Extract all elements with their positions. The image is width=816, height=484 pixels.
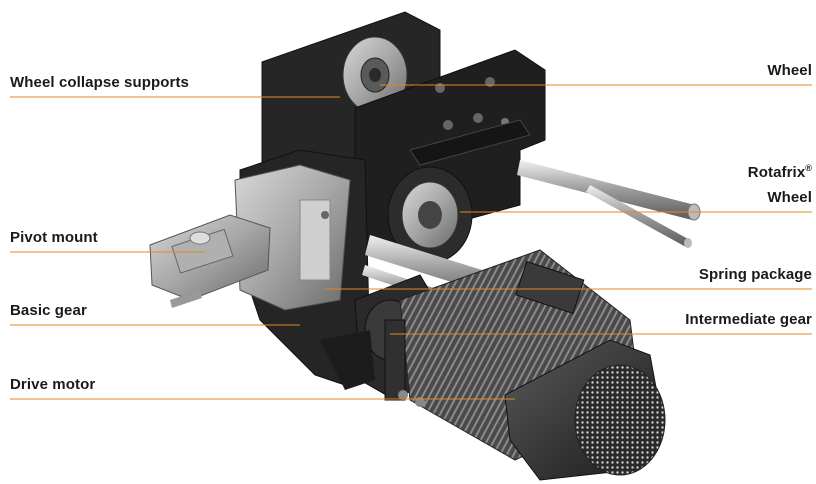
guide-rod-upper <box>517 160 695 220</box>
label-rotafrix: Rotafrix® <box>748 163 812 181</box>
label-basic-gear: Basic gear <box>10 302 87 319</box>
label-intermediate-gear: Intermediate gear <box>685 311 812 328</box>
label-rotafrix-registered: ® <box>805 163 812 173</box>
label-pivot-mount: Pivot mount <box>10 229 98 246</box>
label-rotafrix-wheel: Wheel <box>767 189 812 206</box>
label-wheel-collapse-supports: Wheel collapse supports <box>10 74 190 91</box>
label-wheel: Wheel <box>767 62 812 79</box>
leader-lines <box>10 84 812 400</box>
label-drive-motor: Drive motor <box>10 376 96 393</box>
label-spring-package: Spring package <box>698 266 812 283</box>
guide-rod-lower <box>586 185 690 247</box>
label-rotafrix-text: Rotafrix <box>747 164 806 181</box>
motor-fan-grille <box>574 364 666 476</box>
